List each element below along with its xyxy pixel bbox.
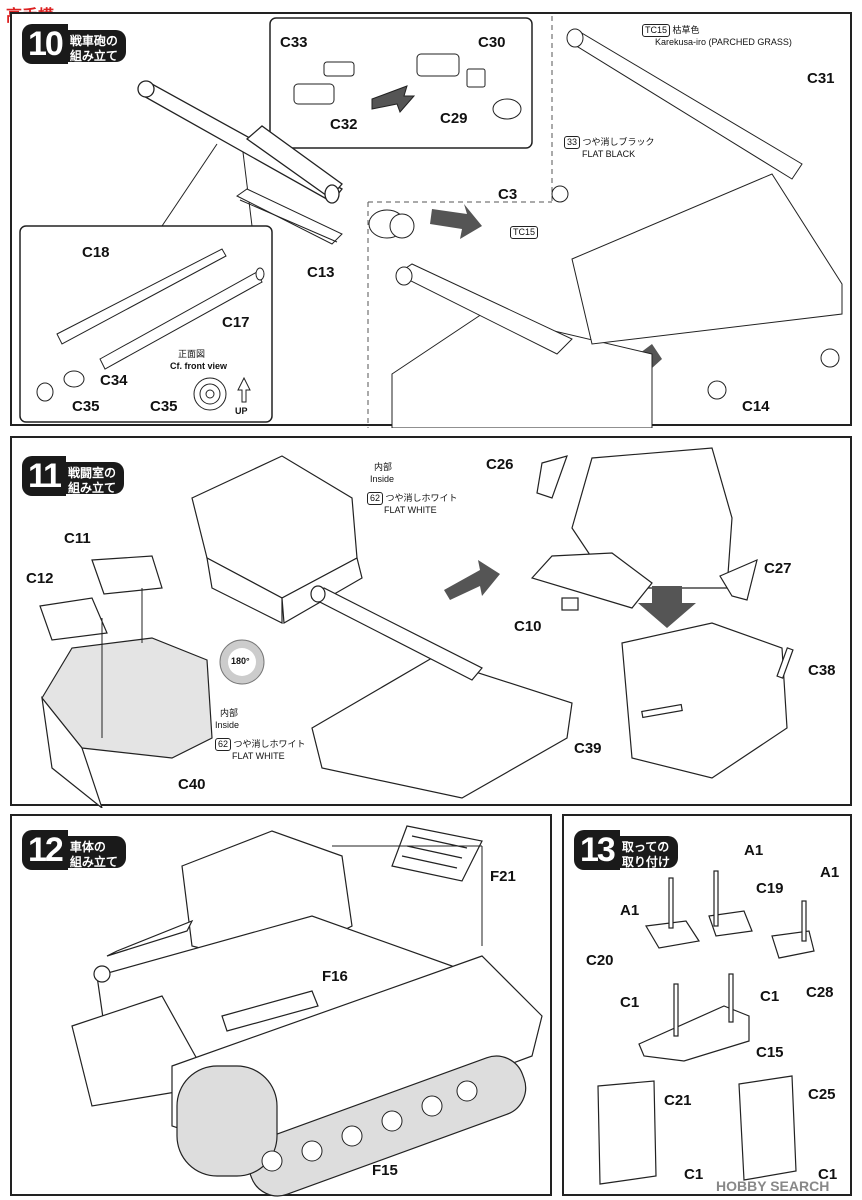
part-label: F15	[372, 1162, 398, 1179]
step-13-panel: 13 取っての 取り付け A1 A1 C19 A1 C20 C28 C1 C1 …	[562, 814, 852, 1196]
part-label: C32	[330, 116, 358, 133]
step-title: 取っての 取り付け	[619, 836, 678, 869]
step-number: 10	[22, 24, 68, 64]
front-view-en: Cf. front view	[170, 361, 228, 371]
part-label: A1	[744, 842, 764, 859]
part-label: C30	[478, 34, 506, 51]
step-13-header: 13 取っての 取り付け	[574, 830, 678, 870]
part-label: A1	[620, 902, 640, 919]
front-view-jp: 正面図	[178, 349, 206, 359]
color-callout-33: 33 つや消しブラック	[564, 136, 655, 149]
step-12-header: 12 車体の 組み立て	[22, 830, 126, 870]
part-label: C35	[150, 398, 178, 415]
step-title: 戦闘室の 組み立て	[65, 462, 124, 495]
part-label: C29	[440, 110, 468, 127]
step-11-illustration	[39, 447, 794, 808]
step-10-illustration	[19, 16, 843, 428]
step-12-panel: 12 車体の 組み立て F21 F16 F15	[10, 814, 552, 1197]
part-label: C26	[486, 456, 514, 473]
part-label: C25	[808, 1086, 836, 1103]
step-title: 戦車砲の 組み立て	[67, 30, 126, 63]
inside-en-b: Inside	[215, 720, 240, 730]
part-label: C1	[684, 1166, 704, 1183]
part-label: C1	[818, 1166, 838, 1183]
inside-jp-b: 内部	[220, 708, 239, 718]
step-10-header: 10 戦車砲の 組み立て	[22, 24, 126, 64]
part-label: C28	[806, 984, 834, 1001]
part-label: C31	[807, 70, 835, 87]
part-label: C1	[620, 994, 640, 1011]
part-label: C20	[586, 952, 614, 969]
part-label: C21	[664, 1092, 692, 1109]
part-label: C33	[280, 34, 308, 51]
part-label: C18	[82, 244, 110, 261]
part-label: C39	[574, 740, 602, 757]
paint-callout-62-b: 62 つや消しホワイト	[215, 738, 306, 751]
color-callout-tc15-b: TC15	[510, 226, 539, 239]
color-callout-33-en: FLAT BLACK	[582, 149, 636, 159]
paint-en: FLAT WHITE	[384, 505, 437, 515]
step-number: 12	[22, 830, 68, 870]
up-label: UP	[235, 406, 248, 416]
rotate-label: 180°	[231, 656, 250, 666]
part-label: A1	[820, 864, 840, 881]
part-label: C12	[26, 570, 54, 587]
inside-jp: 内部	[374, 462, 393, 472]
part-label: C1	[760, 988, 780, 1005]
part-label: F21	[490, 868, 516, 885]
color-callout-tc15-en: Karekusa-iro (PARCHED GRASS)	[655, 37, 792, 47]
part-label: C11	[64, 530, 91, 547]
part-label: C40	[178, 776, 206, 793]
paint-callout-62: 62 つや消しホワイト	[367, 492, 458, 505]
color-callout-tc15: TC15 枯草色	[642, 24, 700, 37]
part-label: F16	[322, 968, 348, 985]
part-label: C10	[514, 618, 542, 635]
step-title: 車体の 組み立て	[67, 836, 126, 869]
part-label: C17	[222, 314, 250, 331]
part-label: C13	[307, 264, 335, 281]
step-13-illustration	[597, 870, 815, 1185]
footer-brand: HOBBY SEARCH	[716, 1178, 830, 1194]
step-11-header: 11 戦闘室の 組み立て	[22, 456, 124, 496]
part-label: C35	[72, 398, 100, 415]
step-12-illustration	[71, 825, 543, 1197]
part-label: C34	[100, 372, 128, 389]
step-11-panel: 11 戦闘室の 組み立て 180° 内部 Inside 62 つや消しホワイト …	[10, 436, 852, 808]
step-number: 13	[574, 830, 620, 870]
part-label: C3	[498, 186, 518, 203]
step-10-panel: 10 戦車砲の 組み立て C33 C30 C32 C29 C13 C18 C17…	[10, 12, 852, 428]
part-label: C19	[756, 880, 784, 897]
part-label: C15	[756, 1044, 784, 1061]
part-label: C14	[742, 398, 770, 415]
inside-en: Inside	[370, 474, 395, 484]
paint-en-b: FLAT WHITE	[232, 751, 285, 761]
step-number: 11	[22, 456, 66, 496]
part-label: C38	[808, 662, 836, 679]
part-label: C27	[764, 560, 792, 577]
